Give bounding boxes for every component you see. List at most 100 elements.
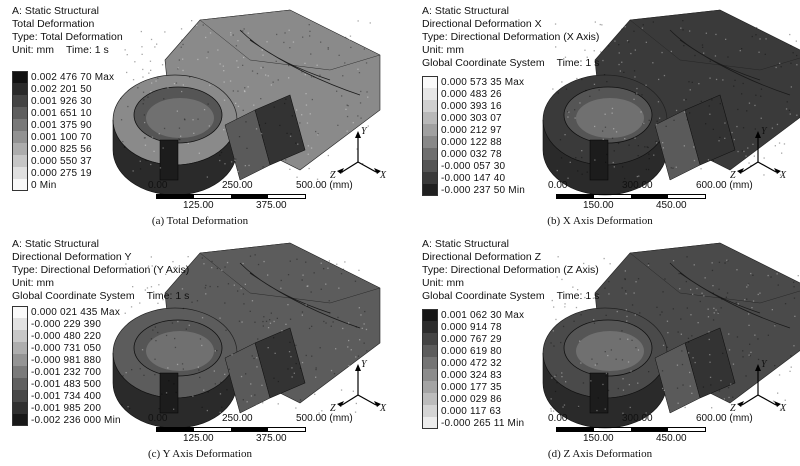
header-line: Type: Directional Deformation (Z Axis) bbox=[422, 264, 599, 276]
mesh-speckle bbox=[330, 325, 332, 327]
mesh-speckle bbox=[254, 254, 256, 256]
mesh-speckle bbox=[307, 145, 309, 147]
mesh-speckle bbox=[582, 382, 585, 384]
mesh-speckle bbox=[346, 130, 348, 132]
legend-swatch bbox=[422, 100, 438, 112]
mesh-speckle bbox=[737, 303, 739, 305]
mesh-speckle bbox=[692, 357, 694, 359]
mesh-speckle bbox=[702, 46, 704, 48]
mesh-speckle bbox=[232, 90, 234, 92]
mesh-speckle bbox=[308, 165, 310, 167]
mesh-speckle bbox=[726, 292, 729, 294]
mesh-speckle bbox=[264, 405, 266, 407]
mesh-speckle bbox=[718, 390, 721, 392]
legend-row: -0.001 734 400 bbox=[12, 390, 121, 402]
mesh-speckle bbox=[604, 287, 606, 289]
mesh-speckle bbox=[147, 265, 150, 267]
mesh-speckle bbox=[262, 66, 264, 68]
mesh-speckle bbox=[724, 137, 726, 139]
mesh-speckle bbox=[159, 167, 162, 169]
header-line: Type: Total Deformation bbox=[12, 31, 123, 43]
mesh-speckle bbox=[627, 361, 630, 363]
mesh-speckle bbox=[207, 103, 209, 105]
mesh-speckle bbox=[666, 320, 669, 322]
mesh-speckle bbox=[754, 104, 756, 107]
mesh-speckle bbox=[265, 74, 267, 76]
mesh-speckle bbox=[693, 159, 696, 162]
mesh-speckle bbox=[735, 302, 737, 304]
mesh-speckle bbox=[788, 109, 791, 111]
mesh-speckle bbox=[151, 265, 153, 267]
mesh-speckle bbox=[260, 132, 263, 135]
crack-line bbox=[239, 29, 361, 96]
mesh-speckle bbox=[712, 292, 714, 294]
mesh-speckle bbox=[744, 299, 746, 301]
mesh-speckle bbox=[709, 361, 711, 363]
mesh-speckle bbox=[691, 335, 693, 337]
mesh-speckle bbox=[611, 29, 613, 31]
mesh-speckle bbox=[662, 147, 664, 149]
legend-row: -0.000 229 390 bbox=[12, 318, 121, 330]
mesh-speckle bbox=[582, 21, 584, 23]
mesh-speckle bbox=[774, 145, 776, 147]
mesh-speckle bbox=[759, 38, 761, 40]
mesh-speckle bbox=[676, 364, 679, 366]
mesh-speckle bbox=[663, 389, 665, 391]
mesh-speckle bbox=[630, 52, 632, 55]
legend-row: 0.001 100 70 bbox=[12, 131, 114, 143]
mesh-speckle bbox=[555, 318, 557, 321]
mesh-speckle bbox=[691, 392, 693, 394]
mesh-speckle bbox=[266, 41, 268, 43]
mesh-speckle bbox=[366, 91, 368, 93]
mesh-speckle bbox=[597, 22, 599, 25]
mesh-speckle bbox=[152, 329, 154, 331]
mesh-speckle bbox=[741, 93, 743, 95]
mesh-speckle bbox=[689, 371, 691, 374]
axis-z-label: Z bbox=[730, 170, 736, 181]
legend-swatch bbox=[12, 330, 28, 342]
mesh-speckle bbox=[789, 113, 791, 115]
mesh-speckle bbox=[712, 160, 714, 162]
mesh-speckle bbox=[146, 287, 149, 289]
mesh-speckle bbox=[296, 176, 298, 178]
mesh-speckle bbox=[328, 300, 330, 302]
mesh-speckle bbox=[275, 60, 277, 62]
scale-tick-label: 150.00 bbox=[583, 200, 614, 211]
mesh-speckle bbox=[663, 74, 666, 77]
mesh-speckle bbox=[552, 410, 555, 412]
mesh-speckle bbox=[601, 24, 603, 26]
mesh-speckle bbox=[565, 64, 567, 67]
mesh-speckle bbox=[580, 362, 582, 364]
mesh-speckle bbox=[358, 307, 360, 309]
mesh-speckle bbox=[232, 408, 234, 411]
mesh-speckle bbox=[319, 347, 321, 349]
mesh-speckle bbox=[150, 256, 152, 258]
mesh-speckle bbox=[148, 72, 150, 74]
legend-swatch bbox=[422, 321, 438, 333]
mesh-speckle bbox=[263, 260, 265, 263]
mesh-speckle bbox=[187, 256, 189, 258]
legend-row: 0.000 825 56 bbox=[12, 143, 114, 155]
mesh-speckle bbox=[122, 141, 124, 143]
fea-model bbox=[112, 9, 381, 196]
mesh-speckle bbox=[554, 23, 557, 25]
mesh-speckle bbox=[206, 176, 208, 178]
mesh-speckle bbox=[637, 145, 639, 147]
scale-segment bbox=[157, 428, 194, 431]
mesh-speckle bbox=[224, 302, 226, 304]
mesh-speckle bbox=[301, 71, 303, 73]
mesh-speckle bbox=[732, 396, 734, 398]
mesh-speckle bbox=[656, 142, 658, 144]
mesh-speckle bbox=[336, 90, 338, 92]
mesh-speckle bbox=[621, 28, 623, 30]
mesh-speckle bbox=[310, 76, 313, 78]
mesh-speckle bbox=[352, 390, 354, 392]
bore-floor bbox=[576, 331, 644, 371]
scale-tick-label: 500.00 (mm) bbox=[296, 180, 353, 191]
panel-caption: (a) Total Deformation bbox=[151, 215, 249, 227]
mesh-speckle bbox=[265, 320, 268, 322]
